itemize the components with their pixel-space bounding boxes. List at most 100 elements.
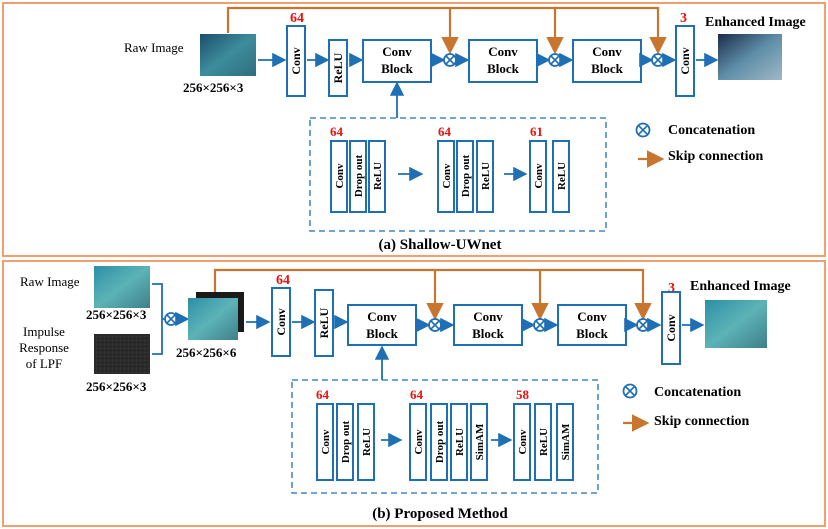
inner-dropout-b2 <box>430 403 448 481</box>
panel-a: Raw Image 256×256×3 64 Conv ReLU Conv Bl… <box>2 2 826 257</box>
impulse-label-line1: Impulse <box>23 324 65 339</box>
relu-label-b: ReLU <box>317 307 331 338</box>
conv-block-a3 <box>572 39 642 83</box>
channels-last-b: 3 <box>668 281 675 296</box>
caption-b: (b) Proposed Method <box>372 506 508 522</box>
conv-block-b1 <box>347 304 417 346</box>
concat-icon <box>164 312 178 326</box>
relu-layer-a <box>328 39 348 97</box>
skip-line-b <box>213 268 652 321</box>
legend-skip-label-b: Skip connection <box>654 414 750 429</box>
inner-relu-a1-label: ReLU <box>372 162 384 190</box>
raw-image-thumbnail-b <box>94 266 150 308</box>
legend-concat-label: Concatenation <box>668 123 755 138</box>
inner-conv-b1 <box>316 403 334 481</box>
inner-dropout-a2-label: Drop out <box>460 155 472 198</box>
conv-block-a2-line1: Conv <box>488 44 518 59</box>
conv-block-b2-line2: Block <box>472 326 505 341</box>
merge-bracket <box>152 283 163 355</box>
panel-a-frame <box>2 2 826 257</box>
inner-relu-b1 <box>357 403 375 481</box>
conv-block-b3-line2: Block <box>576 326 609 341</box>
inner-relu-a3-label: ReLU <box>556 162 568 190</box>
enhanced-image-label: Enhanced Image <box>705 15 806 30</box>
legend-skip-label: Skip connection <box>668 149 764 164</box>
concat-icon <box>636 318 650 332</box>
concat-legend-icon <box>622 383 638 399</box>
stacked-image-front <box>188 298 238 340</box>
inner-simam-b2 <box>470 403 488 481</box>
concat-icon <box>428 318 442 332</box>
conv-block-a1-line1: Conv <box>382 44 412 59</box>
conv-block-b2 <box>453 304 523 346</box>
inner-conv-b2 <box>409 403 427 481</box>
conv-block-a2-line2: Block <box>487 61 520 76</box>
caption-a: (a) Shallow-UWnet <box>379 237 502 253</box>
channels-last-a: 3 <box>680 11 687 26</box>
inner-dropout-b2-label: Drop out <box>434 421 446 464</box>
conv-layer-last-a <box>675 25 695 97</box>
conv-label-first-a: Conv <box>289 47 303 74</box>
enhanced-image-thumbnail <box>718 34 782 80</box>
inner-conv-a3-label: Conv <box>533 163 545 189</box>
concat-icon <box>651 53 665 67</box>
concat-legend-icon <box>635 122 651 138</box>
conv-block-detail-b <box>291 379 599 494</box>
inner-simam-b2-label: SimAM <box>474 423 486 460</box>
inner-simam-b3 <box>556 403 574 481</box>
concat-icon <box>548 53 562 67</box>
conv-block-detail-a <box>309 117 607 232</box>
inner-conv-b2-label: Conv <box>413 429 425 455</box>
relu-label-a: ReLU <box>331 52 345 83</box>
stack-size: 256×256×6 <box>176 345 237 360</box>
conv-block-b3 <box>557 304 627 346</box>
inner-dropout-b1 <box>336 403 354 481</box>
raw-image-thumbnail <box>200 34 256 76</box>
inner-relu-a1 <box>368 140 386 213</box>
legend-concat-label-b: Concatenation <box>654 385 741 400</box>
inner-conv-a2-label: Conv <box>441 163 453 189</box>
impulse-label-line3: of LPF <box>26 356 62 371</box>
inner-dropout-a1-label: Drop out <box>353 155 365 198</box>
raw-image-size-b: 256×256×3 <box>86 307 147 322</box>
inner-relu-b1-label: ReLU <box>361 428 373 456</box>
inner-relu-a2 <box>476 140 494 213</box>
panel-b-frame <box>2 260 826 527</box>
concat-icon <box>443 53 457 67</box>
conv-layer-last-b <box>661 291 681 365</box>
inner-relu-a2-label: ReLU <box>480 162 492 190</box>
panel-b: Raw Image 256×256×3 Impulse Response of … <box>2 260 826 527</box>
conv-label-first-b: Conv <box>274 308 288 335</box>
inner-conv-b1-label: Conv <box>320 429 332 455</box>
impulse-response-thumbnail <box>94 334 150 374</box>
inner-channels-b2: 64 <box>410 387 424 402</box>
raw-image-label: Raw Image <box>124 40 184 55</box>
inner-relu-b2 <box>450 403 468 481</box>
inner-conv-a1 <box>330 140 348 213</box>
conv-block-b2-line1: Conv <box>473 309 503 324</box>
inner-dropout-b1-label: Drop out <box>340 421 352 464</box>
conv-layer-first-a <box>286 25 306 97</box>
enhanced-image-label-b: Enhanced Image <box>690 279 791 294</box>
inner-relu-b3-label: ReLU <box>538 428 550 456</box>
conv-block-a3-line2: Block <box>591 61 624 76</box>
inner-conv-b3-label: Conv <box>517 429 529 455</box>
relu-layer-b <box>314 289 334 357</box>
inner-conv-a1-label: Conv <box>334 163 346 189</box>
conv-label-last-b: Conv <box>664 314 678 341</box>
inner-channels-a2: 64 <box>438 124 452 139</box>
conv-block-b1-line2: Block <box>366 326 399 341</box>
channels-first-a: 64 <box>290 11 304 26</box>
conv-block-b3-line1: Conv <box>577 309 607 324</box>
conv-block-a1-line2: Block <box>381 61 414 76</box>
inner-simam-b3-label: SimAM <box>560 423 572 460</box>
inner-relu-a3 <box>552 140 570 213</box>
inner-channels-b1: 64 <box>316 387 330 402</box>
skip-line-a <box>226 6 667 55</box>
conv-block-a3-line1: Conv <box>592 44 622 59</box>
raw-image-size: 256×256×3 <box>183 80 244 95</box>
inner-relu-b2-label: ReLU <box>454 428 466 456</box>
enhanced-image-thumbnail-b <box>705 300 767 348</box>
inner-channels-a3: 61 <box>530 124 543 139</box>
